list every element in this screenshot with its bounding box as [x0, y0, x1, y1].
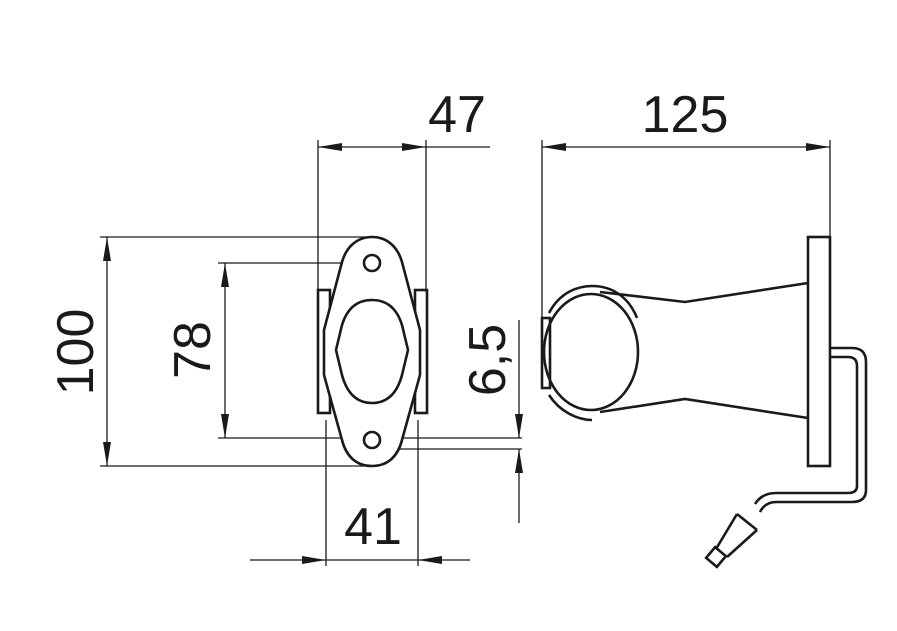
dimension-label-47: 47	[428, 86, 486, 144]
dimension-41: 41	[250, 420, 470, 566]
dimension-78: 78	[164, 262, 522, 439]
dimension-label-100: 100	[47, 309, 105, 396]
mounting-hole-bottom	[362, 430, 382, 450]
front-view	[316, 235, 429, 468]
dimension-label-125: 125	[642, 86, 729, 144]
dimension-47: 47	[317, 86, 490, 292]
side-view	[540, 235, 868, 569]
dimension-125: 125	[541, 86, 831, 318]
cable-sleeve	[714, 512, 758, 558]
cable-inner	[753, 355, 859, 505]
cable-connector	[704, 545, 728, 569]
cable-outer	[758, 346, 868, 513]
mounting-plate	[322, 235, 422, 468]
side-lens	[540, 316, 552, 390]
dimension-label-78: 78	[164, 321, 222, 379]
dimension-label-6-5: 6,5	[459, 324, 517, 396]
mounting-hole-top	[362, 253, 382, 273]
dimension-label-41: 41	[344, 498, 402, 556]
lamp-head	[542, 292, 640, 412]
dimension-100: 100	[47, 236, 368, 467]
mount-base	[806, 235, 832, 468]
lens	[334, 298, 410, 405]
